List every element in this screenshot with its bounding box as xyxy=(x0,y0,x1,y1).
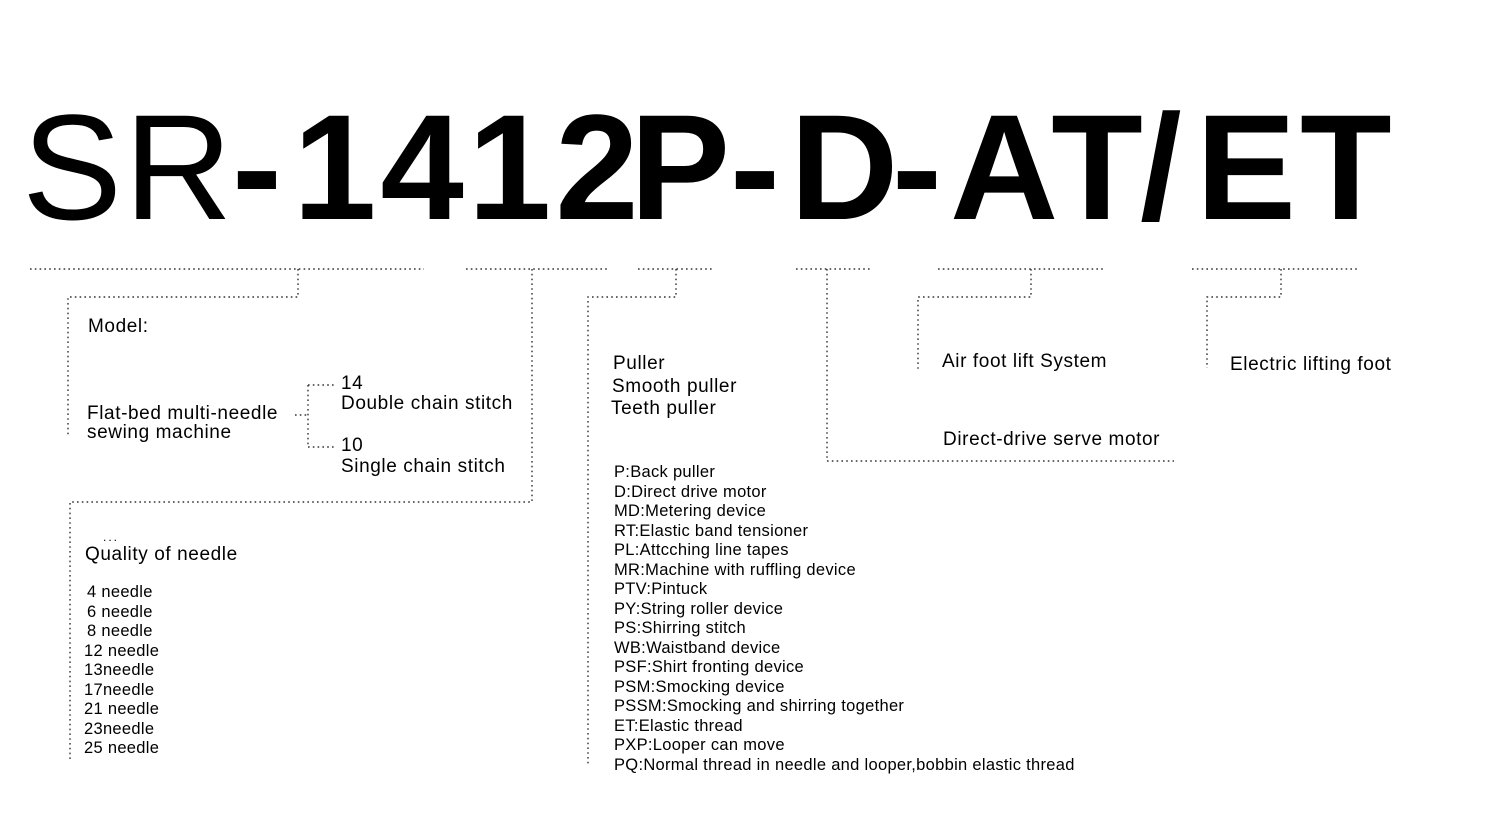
suffix-code-item: PS:Shirring stitch xyxy=(614,619,746,637)
connector-puller xyxy=(587,268,712,765)
motor-label: Direct-drive serve motor xyxy=(943,429,1161,450)
model-number: 1412 xyxy=(293,83,643,251)
model-suffix-p: P xyxy=(630,83,731,251)
suffix-code-item: PY:String roller device xyxy=(614,599,784,618)
suffix-code-item: PL:Attcching line tapes xyxy=(614,541,789,559)
suffix-code-item: WB:Waistband device xyxy=(614,638,781,657)
suffix-code-item: PSM:Smocking device xyxy=(614,677,785,696)
model-slash: / xyxy=(1140,83,1182,251)
suffix-code-item: PSSM:Smocking and shirring together xyxy=(614,697,905,715)
suffix-code-item: PXP:Looper can move xyxy=(614,736,785,754)
puller-item: Puller xyxy=(613,353,666,374)
model-dash-2: - xyxy=(730,83,780,251)
suffix-code-item: P:Back puller xyxy=(614,463,716,481)
model-dash-3: - xyxy=(892,83,942,251)
needle-item: 6 needle xyxy=(87,602,153,621)
needle-item: 13needle xyxy=(84,661,155,679)
option-14-desc: Double chain stitch xyxy=(341,393,513,414)
model-dash-1: - xyxy=(232,83,282,251)
suffix-code-item: PSF:Shirt fronting device xyxy=(614,658,804,676)
suffix-code-item: ET:Elastic thread xyxy=(614,716,743,735)
suffix-code-item: MR:Machine with ruffling device xyxy=(614,560,856,579)
needle-item: 23needle xyxy=(84,719,155,738)
needle-item: 4 needle xyxy=(87,583,153,601)
connector-number xyxy=(69,268,608,762)
suffix-code-list: P:Back puller D:Direct drive motor MD:Me… xyxy=(614,463,1075,775)
connector-electric xyxy=(1192,268,1360,368)
needle-item: 8 needle xyxy=(87,622,153,640)
connector-options xyxy=(295,384,334,448)
option-14-code: 14 xyxy=(341,373,364,394)
model-suffix-et: ET xyxy=(1196,83,1396,251)
electric-foot-label: Electric lifting foot xyxy=(1230,354,1392,375)
suffix-code-item: RT:Elastic band tensioner xyxy=(614,521,809,540)
model-suffix-d: D xyxy=(790,83,899,251)
model-suffix-at: AT xyxy=(950,83,1147,251)
needle-list: 4 needle 6 needle 8 needle 12 needle 13n… xyxy=(84,583,159,759)
suffix-code-item: D:Direct drive motor xyxy=(614,482,767,501)
needle-label: Quality of needle xyxy=(85,544,238,565)
needle-dots: ... xyxy=(103,530,120,544)
model-prefix: SR xyxy=(22,83,235,251)
suffix-code-item: PTV:Pintuck xyxy=(614,580,708,598)
machine-type-line-1: Flat-bed multi-needle xyxy=(87,403,279,424)
suffix-code-item: PQ:Normal thread in needle and looper,bo… xyxy=(614,755,1075,774)
connector-motor xyxy=(796,268,1174,462)
needle-item: 21 needle xyxy=(84,700,160,718)
option-10-desc: Single chain stitch xyxy=(341,456,506,477)
model-label: Model: xyxy=(88,316,149,337)
needle-item: 17needle xyxy=(84,680,155,699)
option-10-code: 10 xyxy=(341,435,364,456)
puller-item: Smooth puller xyxy=(612,376,738,397)
needle-item: 12 needle xyxy=(84,641,160,660)
needle-item: 25 needle xyxy=(84,739,160,757)
machine-type-line-2: sewing machine xyxy=(87,422,232,443)
air-foot-label: Air foot lift System xyxy=(942,351,1108,372)
connector-model xyxy=(30,268,424,435)
connector-air xyxy=(917,268,1106,372)
suffix-code-item: MD:Metering device xyxy=(614,502,767,520)
puller-item: Teeth puller xyxy=(611,398,717,419)
